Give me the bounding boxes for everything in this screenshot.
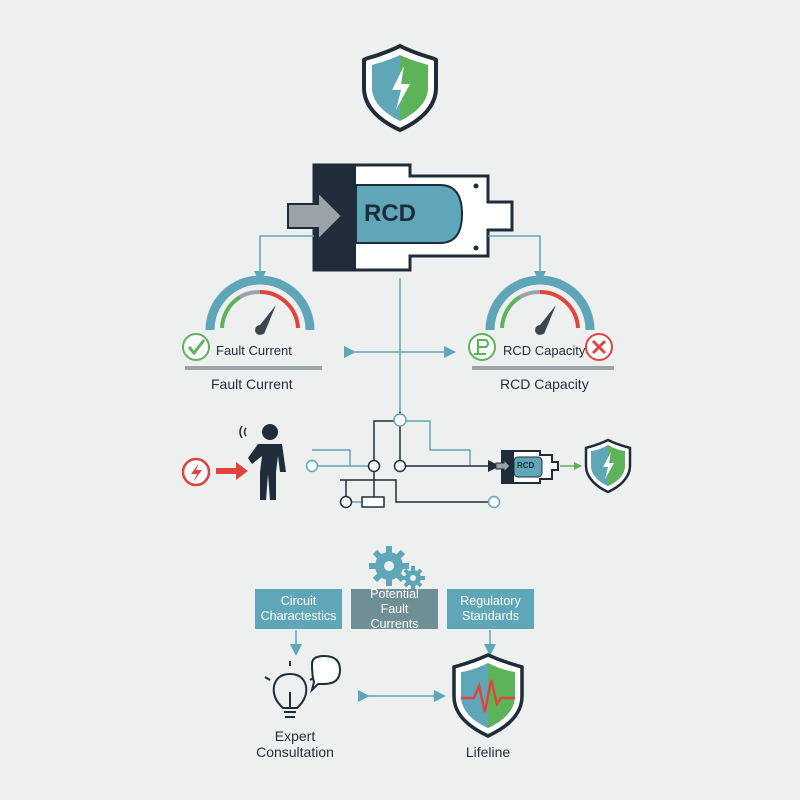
input-arrow-icon [287,189,344,243]
fault-current-gauge [205,275,315,335]
expert-line2: Consultation [256,744,334,760]
fault-current-caption: Fault Current [211,376,293,392]
circuit-nodes [305,413,501,509]
factor-box-line2: Fault Currents [370,601,419,631]
shield-lightning-icon [362,43,438,133]
fault-current-underline [185,366,322,370]
factor-box-line1: Regulatory [460,594,521,608]
lifeline-label: Lifeline [465,744,511,760]
circuit-network [312,412,500,508]
factor-box-line1: Potential [370,586,419,601]
small-rcd-device [495,450,559,484]
gears-icon [369,546,425,590]
rcd-capacity-badge: RCD Capacity [503,343,586,358]
small-shield-lightning-icon [584,438,632,494]
connector-left [254,235,314,283]
lightbulb-icon [264,661,316,718]
rcd-capacity-gauge [485,275,595,335]
factor-box-line2: Charactestics [260,609,337,623]
fault-current-badge: Fault Current [216,343,292,358]
connector-right [488,235,546,283]
expert-line1: Expert [274,728,316,744]
factor-box-line2: Standards [462,609,519,623]
chat-bubble-icon [310,654,342,694]
small-rcd-label: RCD [517,461,535,470]
rcd-label: RCD [364,200,416,227]
rcd-capacity-underline [472,366,614,370]
person-icon [239,424,286,500]
expert-consultation-label: Expert Consultation [240,728,350,760]
lightning-warning-icon [181,457,211,487]
green-arrow-icon [574,462,582,470]
rcd-capacity-caption: RCD Capacity [500,376,589,392]
check-circle-icon [182,333,210,361]
lifeline-shield-icon [452,653,524,738]
shock-arrow-icon [216,462,248,480]
close-circle-icon [585,333,613,361]
rcd-device [312,163,514,272]
factor-box-line1: Circuit [280,594,317,608]
rcd-capacity-icon [468,333,496,361]
